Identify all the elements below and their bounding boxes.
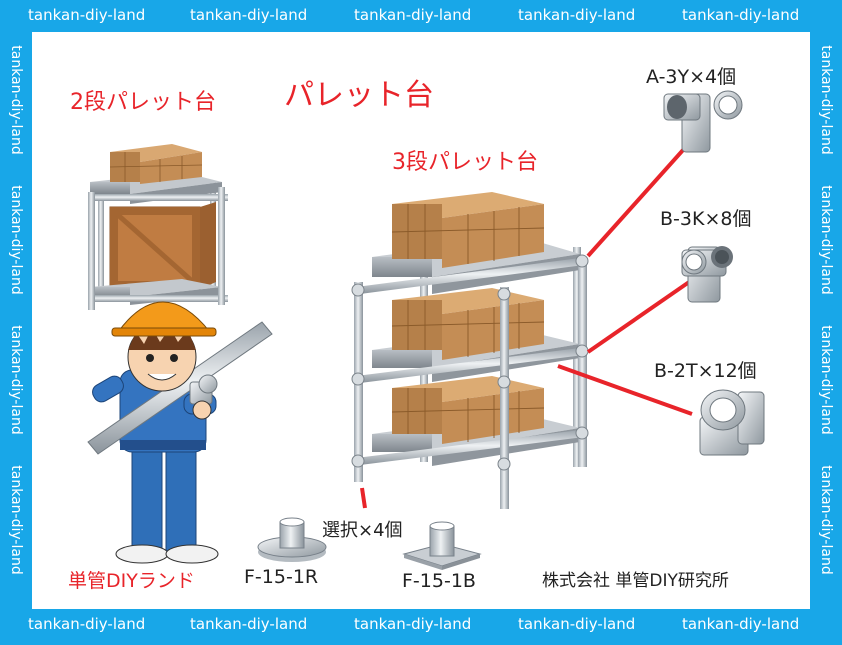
watermark-text: tankan-diy-land [8, 45, 24, 155]
watermark-text: tankan-diy-land [8, 325, 24, 435]
watermark-text: tankan-diy-land [354, 615, 472, 633]
base-option-2-label: F-15-1B [402, 570, 476, 592]
base-f-15-1b-illustration [402, 521, 482, 570]
watermark-text: tankan-diy-land [8, 185, 24, 295]
base-select-label: 選択×4個 [322, 520, 403, 541]
watermark-text: tankan-diy-land [190, 6, 308, 24]
part-b-3k-label: B-3K×8個 [660, 208, 752, 230]
watermark-top: tankan-diy-land tankan-diy-land tankan-d… [0, 0, 842, 32]
watermark-text: tankan-diy-land [682, 615, 800, 633]
company-name: 株式会社 単管DIY研究所 [542, 571, 729, 591]
watermark-left: tankan-diy-land tankan-diy-land tankan-d… [3, 32, 29, 609]
watermark-text: tankan-diy-land [8, 465, 24, 575]
three-tier-rack-illustration [351, 192, 589, 509]
watermark-text: tankan-diy-land [190, 615, 308, 633]
main-title: パレット台 [284, 78, 434, 113]
two-tier-title: 2段パレット台 [70, 90, 216, 115]
watermark-text: tankan-diy-land [354, 6, 472, 24]
watermark-text: tankan-diy-land [818, 325, 834, 435]
part-b-2t-label: B-2T×12個 [654, 360, 757, 382]
watermark-text: tankan-diy-land [682, 6, 800, 24]
illustration [87, 90, 765, 570]
fitting-b-3k-illustration [681, 246, 733, 303]
fitting-b-2t-illustration [699, 389, 765, 456]
part-a-3y-label: A-3Y×4個 [646, 66, 737, 88]
watermark-text: tankan-diy-land [818, 465, 834, 575]
watermark-text: tankan-diy-land [518, 6, 636, 24]
watermark-text: tankan-diy-land [28, 6, 146, 24]
content-panel: パレット台 2段パレット台 3段パレット台 単管DIYランド A-3Y×4個 B… [32, 32, 810, 609]
two-tier-rack-illustration [88, 144, 228, 310]
watermark-text: tankan-diy-land [518, 615, 636, 633]
fitting-a-3y-illustration [663, 90, 743, 153]
watermark-text: tankan-diy-land [28, 615, 146, 633]
watermark-bottom: tankan-diy-land tankan-diy-land tankan-d… [0, 609, 842, 641]
watermark-right: tankan-diy-land tankan-diy-land tankan-d… [813, 32, 839, 609]
base-option-1-label: F-15-1R [244, 566, 319, 588]
brand-name: 単管DIYランド [68, 570, 195, 592]
three-tier-title: 3段パレット台 [392, 150, 538, 175]
base-f-15-1r-illustration [257, 517, 327, 562]
connector-lines [360, 138, 694, 509]
watermark-text: tankan-diy-land [818, 185, 834, 295]
mascot-character-illustration [87, 301, 273, 564]
watermark-text: tankan-diy-land [818, 45, 834, 155]
